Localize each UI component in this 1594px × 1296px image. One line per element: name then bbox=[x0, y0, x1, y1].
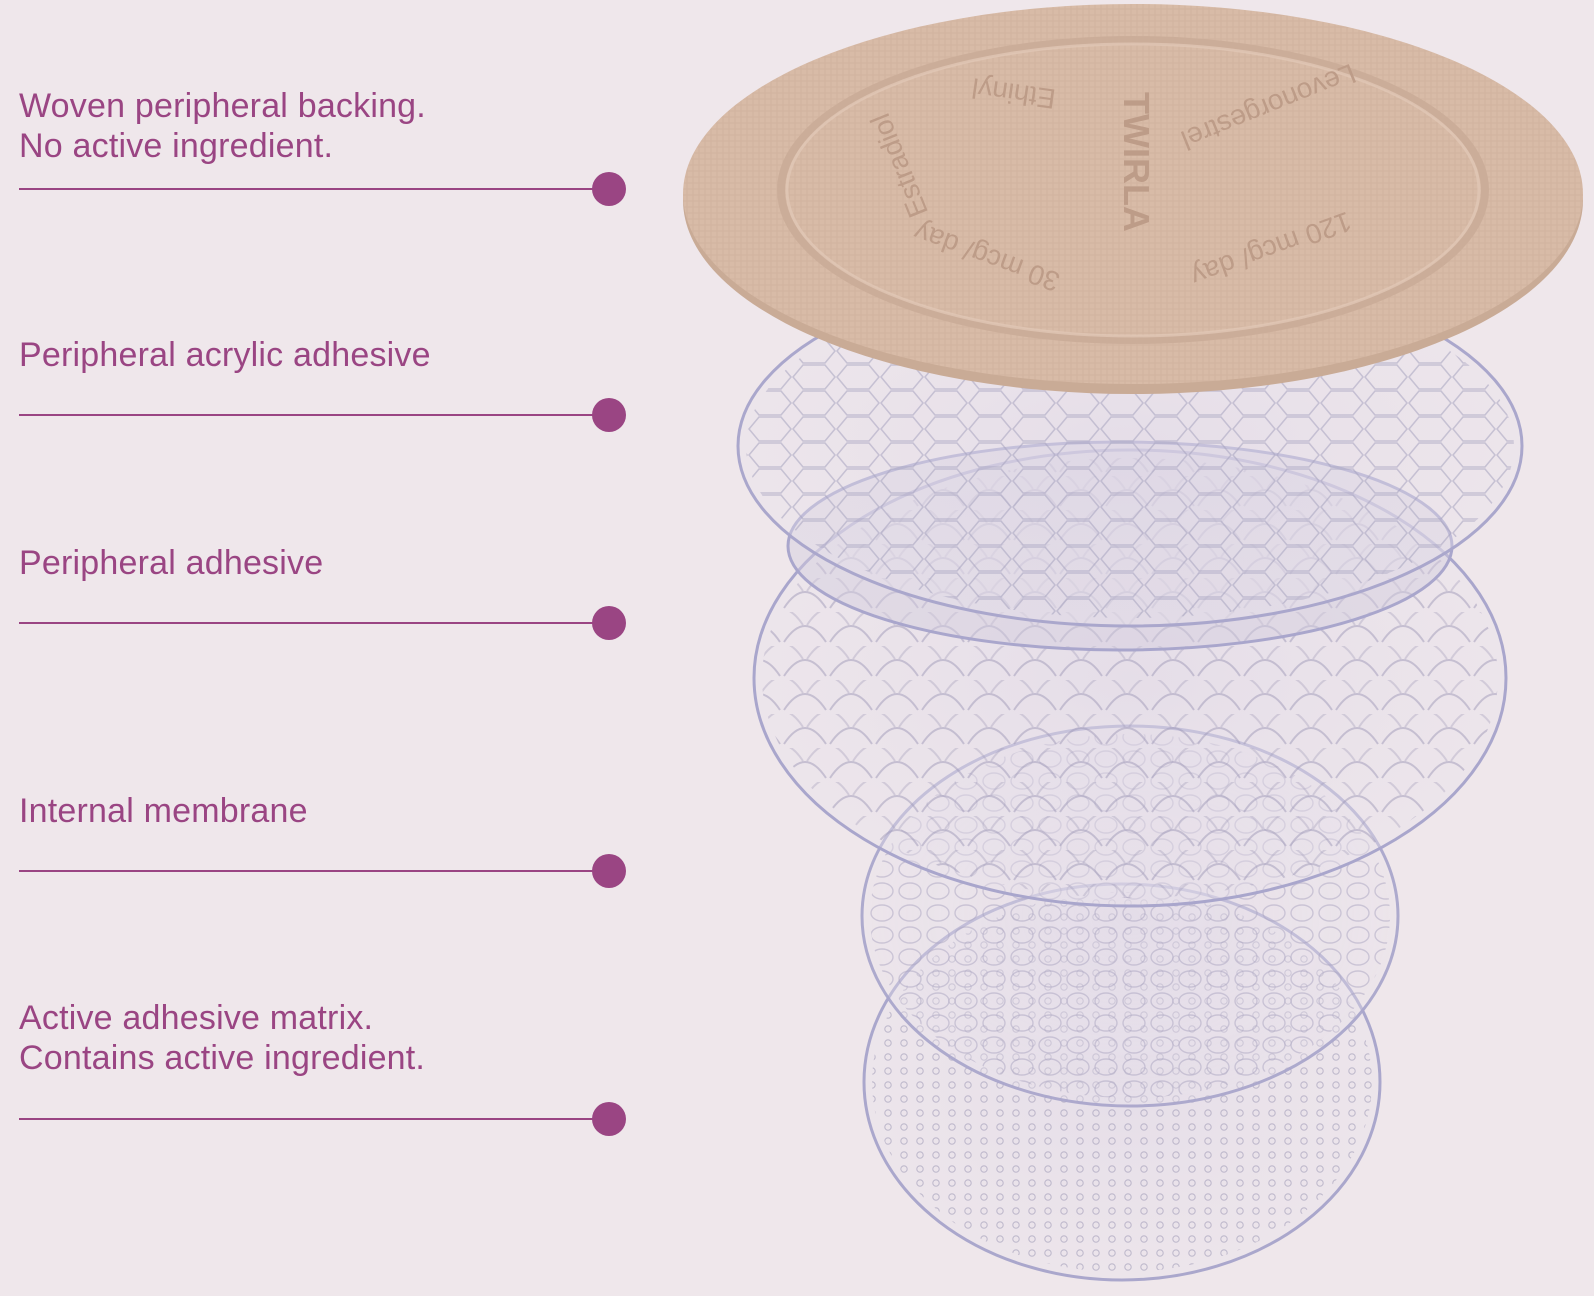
leader-line-acrylic-adhesive bbox=[19, 414, 609, 416]
layer-label-internal-membrane: Internal membrane bbox=[19, 791, 629, 831]
leader-dot-internal-membrane bbox=[592, 854, 626, 888]
leader-dot-peripheral-adhesive bbox=[592, 606, 626, 640]
layer-label-acrylic-adhesive: Peripheral acrylic adhesive bbox=[19, 335, 629, 375]
label-line: Internal membrane bbox=[19, 792, 308, 830]
leader-dot-active-matrix bbox=[592, 1102, 626, 1136]
leader-line-internal-membrane bbox=[19, 870, 609, 872]
label-line: Contains active ingredient. bbox=[19, 1039, 426, 1077]
leader-dot-acrylic-adhesive bbox=[592, 398, 626, 432]
label-line: Peripheral acrylic adhesive bbox=[19, 336, 431, 374]
brand-text: TWIRLA bbox=[1116, 92, 1157, 232]
leader-dot-backing bbox=[592, 172, 626, 206]
leader-line-active-matrix bbox=[19, 1118, 609, 1120]
label-line: Woven peripheral backing. bbox=[19, 87, 426, 125]
layer-label-peripheral-adhesive: Peripheral adhesive bbox=[19, 543, 629, 583]
label-line: Active adhesive matrix. bbox=[19, 999, 374, 1037]
layer-woven-backing: Ethinyl Levonorgestrel Estradiol 30 mcg/… bbox=[683, 4, 1583, 394]
layer-label-active-matrix: Active adhesive matrix. Contains active … bbox=[19, 998, 629, 1078]
leader-line-peripheral-adhesive bbox=[19, 622, 609, 624]
leader-line-backing bbox=[19, 188, 609, 190]
layer-label-backing: Woven peripheral backing. No active ingr… bbox=[19, 86, 629, 166]
label-line: Peripheral adhesive bbox=[19, 544, 324, 582]
label-line: No active ingredient. bbox=[19, 127, 334, 165]
